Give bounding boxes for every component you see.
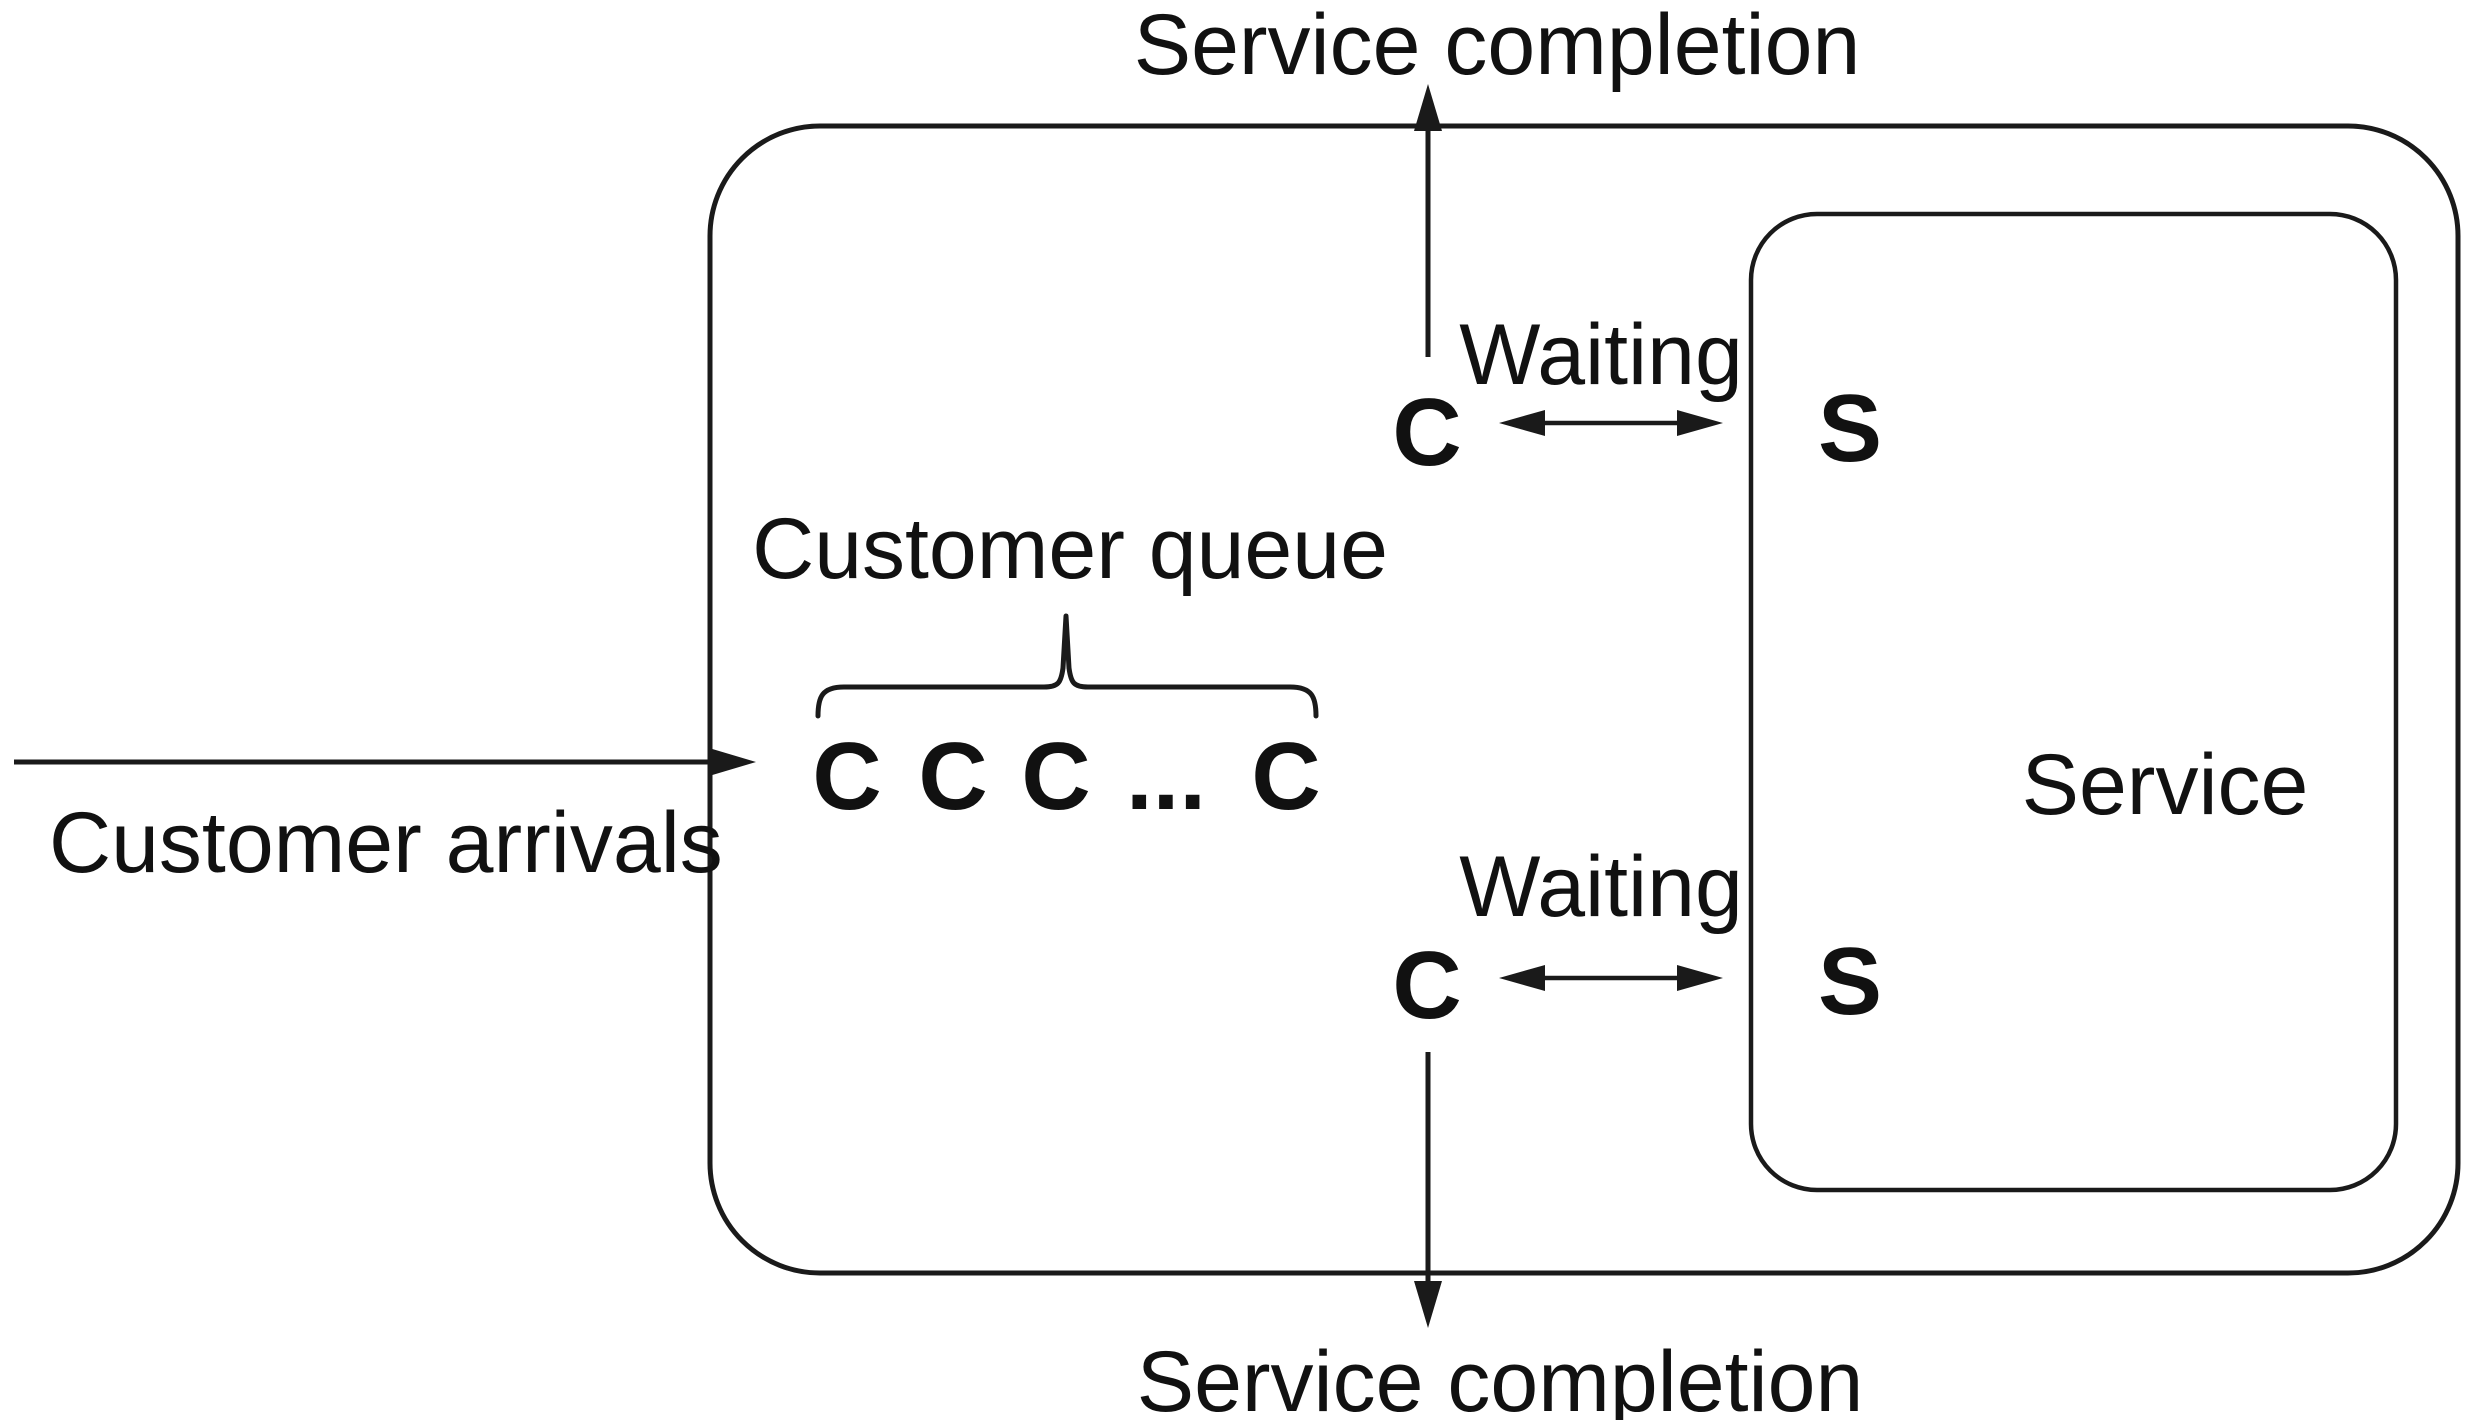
waiting-double-arrow-top-left-head [1499, 410, 1545, 436]
service-completion-arrow-bottom-head [1414, 1281, 1442, 1328]
queue-brace [815, 613, 1319, 719]
waiting-double-arrow-bottom-left-head [1499, 965, 1545, 991]
server-glyph-top: S [1817, 375, 1883, 482]
waiting-double-arrow-bottom [1499, 965, 1723, 991]
customer-arrivals-label: Customer arrivals [49, 795, 723, 891]
waiting-double-arrow-bottom-right-head [1677, 965, 1723, 991]
service-completion-label-top: Service completion [1133, 0, 1861, 93]
customer-arrivals-arrow-head [709, 748, 756, 776]
queue-customer-glyph: C [1021, 723, 1091, 830]
customer-glyph-top: C [1392, 379, 1462, 486]
customer-arrivals-arrow [14, 748, 756, 776]
waiting-double-arrow-top-right-head [1677, 410, 1723, 436]
service-completion-arrow-top-head [1414, 84, 1442, 131]
service-completion-label-bottom: Service completion [1136, 1334, 1864, 1420]
server-glyph-bottom: S [1817, 928, 1883, 1035]
service-completion-arrow-bottom [1414, 1052, 1442, 1328]
service-area-box [1748, 211, 2399, 1193]
queue-customer-glyph: C [1251, 723, 1321, 830]
customer-glyph-bottom: C [1392, 932, 1462, 1039]
system-boundary-box [707, 123, 2461, 1276]
waiting-label-top: Waiting [1459, 307, 1743, 403]
queue-ellipsis: ... [1125, 723, 1207, 830]
customer-queue-label: Customer queue [752, 501, 1388, 597]
service-completion-arrow-top [1414, 84, 1442, 357]
waiting-double-arrow-top [1499, 410, 1723, 436]
service-area-label: Service [2021, 737, 2309, 833]
queue-customer-glyph: C [918, 723, 988, 830]
queue-customer-glyph: C [812, 723, 882, 830]
waiting-label-bottom: Waiting [1459, 839, 1743, 935]
